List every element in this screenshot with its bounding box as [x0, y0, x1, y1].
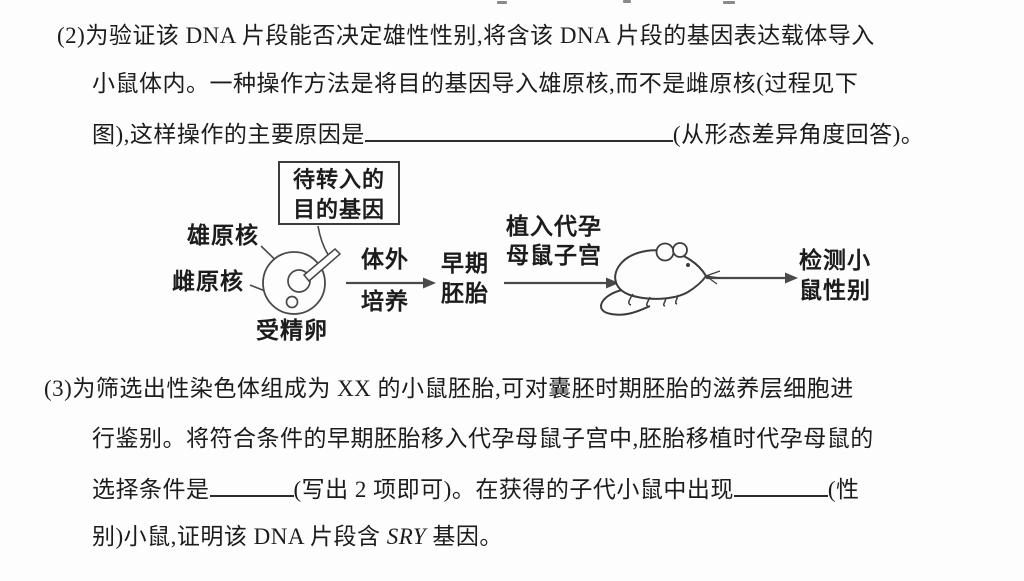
gene-box-line-2: 目的基因: [292, 197, 385, 222]
mouse-eye: [686, 263, 690, 267]
question-3-line-4: 别)小鼠,证明该 DNA 片段含 SRY 基因。: [92, 522, 503, 552]
target-gene-box: 待转入的 目的基因: [278, 161, 400, 225]
q3-line3-suffix: (性: [827, 477, 860, 502]
female-pronucleus-circle: [285, 295, 299, 309]
mouse-legs: [628, 293, 679, 307]
q3-line3-text: 选择条件是: [92, 477, 210, 502]
arrow-detect-head: [785, 272, 798, 284]
male-pronucleus-circle: [287, 269, 311, 293]
scan-artifact: [623, 0, 631, 3]
arrow-implant-head: [606, 277, 619, 289]
mouse-ear-left: [655, 242, 675, 262]
question-3-line-2: 行鉴别。将符合条件的早期胚胎移入代孕母鼠子宫中,胚胎移植时代孕母鼠的: [92, 426, 874, 451]
detect-label-line-1: 检测小: [799, 248, 871, 273]
question-3-line-1: (3)为筛选出性染色体组成为 XX 的小鼠胚胎,可对囊胚时期胚胎的滋养层细胞进: [44, 376, 854, 401]
scan-artifact: [497, 1, 507, 4]
injection-needle: [302, 247, 342, 283]
q3-line4-suffix: 基因。: [426, 524, 503, 549]
gene-box-leader-line: [317, 225, 331, 259]
mouse-drawing: [600, 242, 721, 316]
mouse-whiskers: [705, 270, 721, 285]
embryo-label-line-2: 胚胎: [441, 281, 489, 306]
q3-line3-mid: (写出 2 项即可)。在获得的子代小鼠中出现: [293, 477, 734, 502]
female-pronucleus-label: 雌原核: [172, 269, 244, 294]
male-pronucleus-label: 雄原核: [187, 223, 259, 248]
detect-label-line-2: 鼠性别: [799, 278, 871, 303]
fertilized-egg-label: 受精卵: [256, 318, 328, 343]
q2-answer-blank: [364, 117, 673, 142]
q3-answer-blank-1: [209, 472, 294, 497]
scan-artifact: [723, 1, 735, 4]
arrow-culture-head: [423, 277, 436, 289]
sry-gene-name: SRY: [386, 524, 427, 549]
mouse-body: [614, 249, 708, 300]
mouse-tail: [600, 289, 651, 316]
question-2-line-1: (2)为验证该 DNA 片段能否决定雄性性别,将含该 DNA 片段的基因表达载体…: [57, 23, 875, 48]
embryo-label-line-1: 早期: [441, 251, 489, 276]
culture-label-top: 体外: [361, 247, 409, 272]
q2-line3-suffix: (从形态差异角度回答)。: [672, 122, 925, 147]
q2-line3-text: 图),这样操作的主要原因是: [92, 122, 365, 147]
q3-answer-blank-2: [733, 472, 828, 497]
culture-label-bottom: 培养: [361, 289, 409, 314]
question-3-line-3: 选择条件是 (写出 2 项即可)。在获得的子代小鼠中出现 (性: [92, 472, 860, 505]
male-pronucleus-pointer-line: [260, 245, 296, 280]
q3-line4-text: 别)小鼠,证明该 DNA 片段含: [92, 524, 387, 549]
implant-label-line-2: 母鼠子宫: [506, 243, 602, 268]
question-2-line-2: 小鼠体内。一种操作方法是将目的基因导入雄原核,而不是雌原核(过程见下: [92, 71, 859, 96]
fertilized-egg-circle: [262, 251, 326, 315]
female-pronucleus-pointer-line: [249, 284, 289, 301]
question-2-line-3: 图),这样操作的主要原因是 (从形态差异角度回答)。: [92, 117, 924, 150]
gene-box-line-1: 待转入的: [292, 167, 385, 192]
mouse-ear-right: [672, 242, 688, 258]
implant-label-line-1: 植入代孕: [506, 214, 602, 239]
